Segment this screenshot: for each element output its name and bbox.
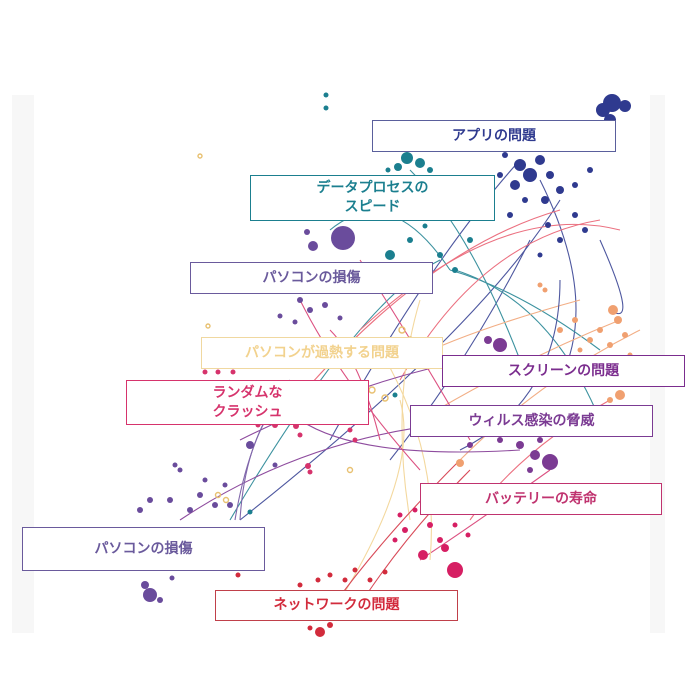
label-pc-damage-top: パソコンの損傷 xyxy=(190,262,433,294)
label-screen-issues: スクリーンの問題 xyxy=(442,355,685,387)
label-random-crash: ランダムな クラッシュ xyxy=(126,380,369,425)
cluster-pc-damage-bottom-nodes xyxy=(137,441,278,603)
label-battery-life: バッテリーの寿命 xyxy=(420,483,662,515)
cluster-virus-nodes xyxy=(467,336,558,473)
cluster-network-nodes xyxy=(235,567,388,637)
cluster-pc-damage-nodes xyxy=(277,226,355,325)
label-virus-threat: ウィルス感染の脅威 xyxy=(410,405,653,437)
label-pc-overheat: パソコンが過熱する問題 xyxy=(201,337,443,369)
cluster-data-speed-nodes xyxy=(247,92,473,515)
label-app-issues: アプリの問題 xyxy=(372,120,616,152)
cluster-battery-nodes xyxy=(392,507,471,578)
label-data-process-speed: データプロセスの スピード xyxy=(250,175,495,221)
label-network-issues: ネットワークの問題 xyxy=(215,590,458,621)
label-pc-damage-bottom: パソコンの損傷 xyxy=(22,527,265,571)
